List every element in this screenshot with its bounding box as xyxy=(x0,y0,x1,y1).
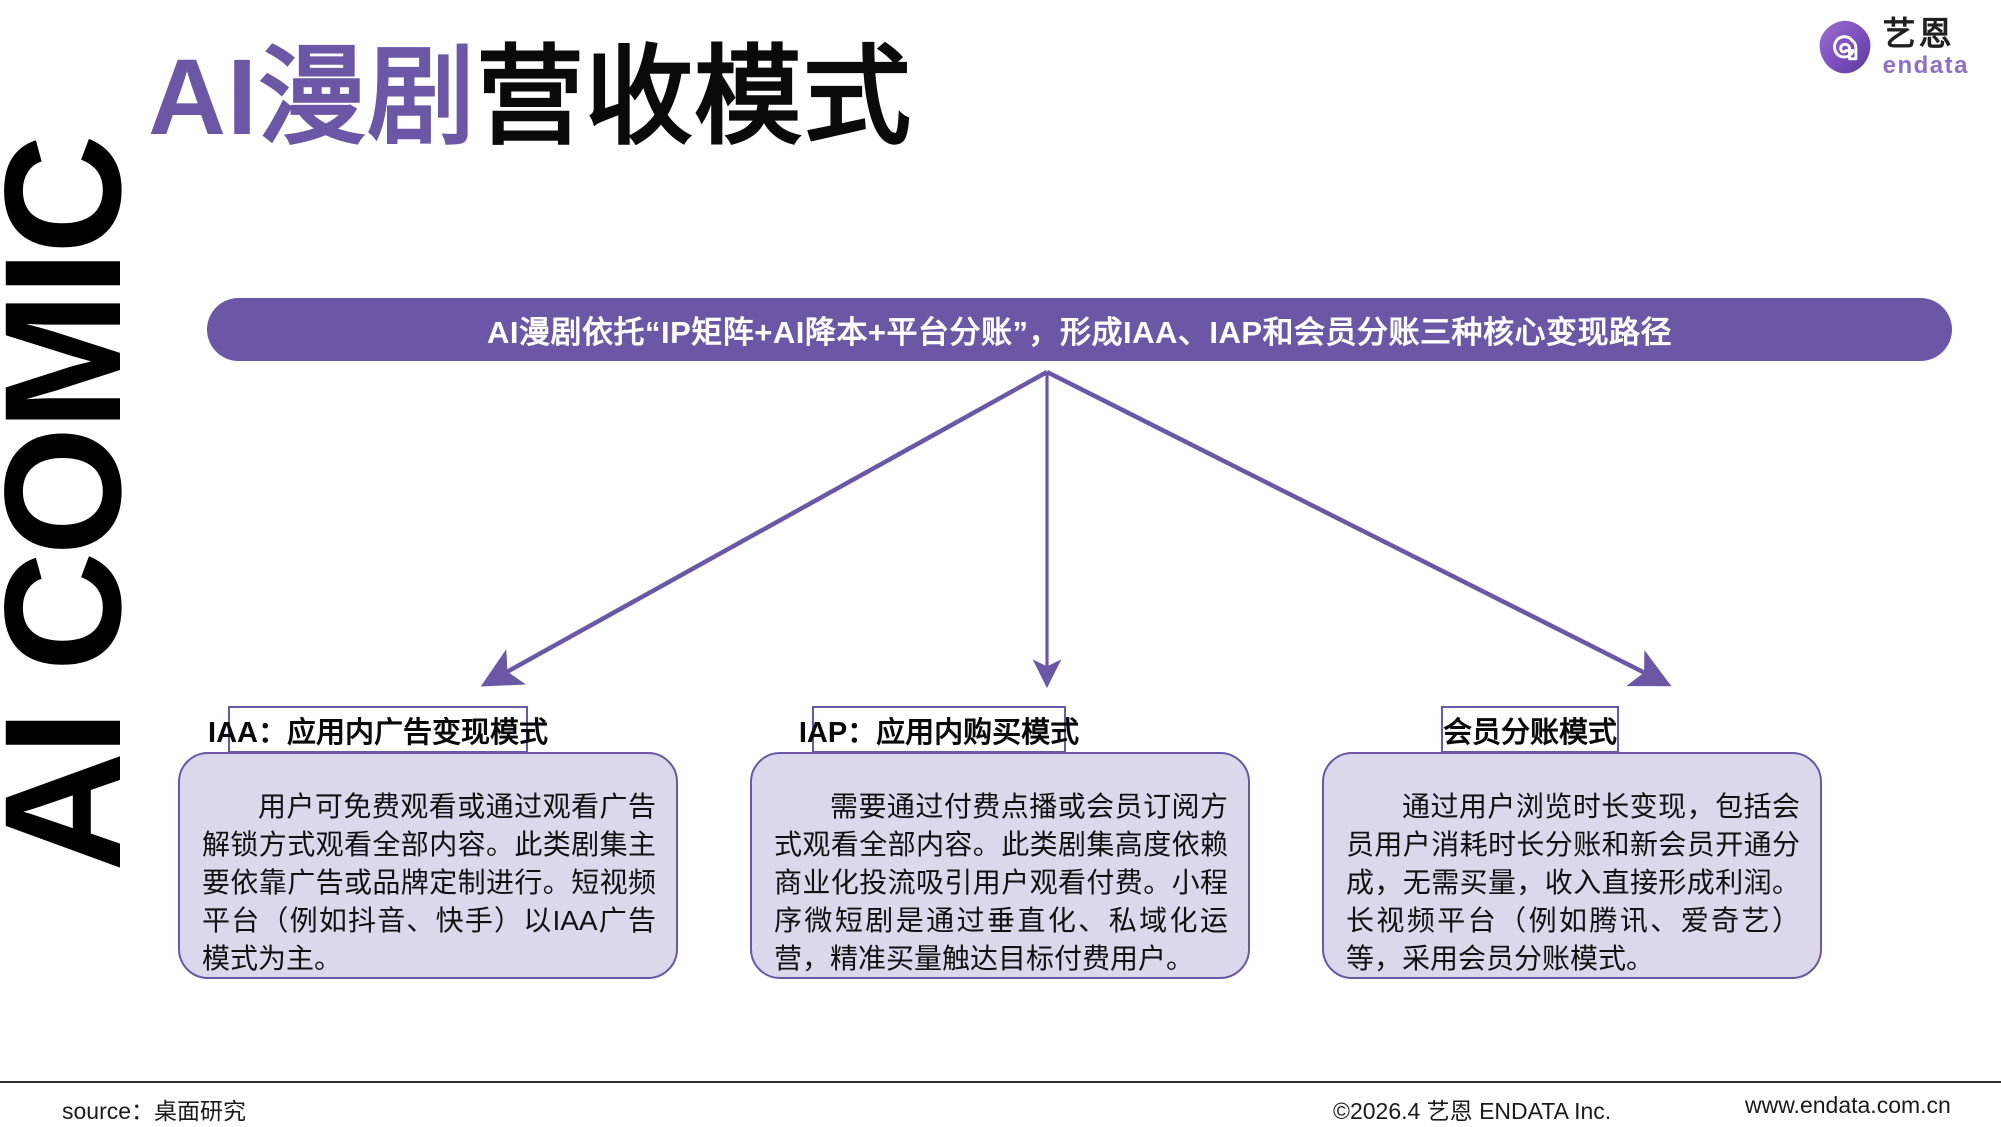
page-title-plain: 营收模式 xyxy=(476,36,913,157)
brand-logo-text: 艺恩 endata xyxy=(1882,15,1969,79)
footer-copyright: ©2026.4 艺恩 ENDATA Inc. xyxy=(1333,1098,1612,1124)
card-iaa: 用户可免费观看或通过观看广告解锁方式观看全部内容。此类剧集主要依靠广告或品牌定制… xyxy=(178,752,678,979)
card-iap-header: IAP：应用内购买模式 xyxy=(799,706,1079,753)
brand-logo: 艺恩 endata xyxy=(1816,16,1969,78)
page-title-accent: AI漫剧 xyxy=(148,36,477,157)
arrow-to-member xyxy=(1045,369,1672,687)
footer-divider xyxy=(0,1081,2001,1083)
card-iaa-body: 用户可免费观看或通过观看广告解锁方式观看全部内容。此类剧集主要依靠广告或品牌定制… xyxy=(202,791,656,974)
card-iap: 需要通过付费点播或会员订阅方式观看全部内容。此类剧集高度依赖商业化投流吸引用户观… xyxy=(750,752,1250,979)
headline-banner: AI漫剧依托“IP矩阵+AI降本+平台分账”，形成IAA、IAP和会员分账三种核… xyxy=(207,298,1952,361)
footer-source: source：桌面研究 xyxy=(62,1098,247,1124)
card-member-body: 通过用户浏览时长变现，包括会员用户消耗时长分账和新会员开通分成，无需买量，收入直… xyxy=(1346,791,1800,974)
brand-name-cn: 艺恩 xyxy=(1882,15,1955,52)
card-iap-body: 需要通过付费点播或会员订阅方式观看全部内容。此类剧集高度依赖商业化投流吸引用户观… xyxy=(774,791,1228,974)
card-member-header: 会员分账模式 xyxy=(1441,706,1619,753)
card-member: 通过用户浏览时长变现，包括会员用户消耗时长分账和新会员开通分成，无需买量，收入直… xyxy=(1322,752,1822,979)
card-iaa-header: IAA：应用内广告变现模式 xyxy=(208,706,548,753)
arrow-to-iaa xyxy=(480,370,1049,687)
footer-website-url[interactable]: www.endata.com.cn xyxy=(1745,1092,1951,1118)
page-title: AI漫剧营收模式 xyxy=(148,32,912,162)
vertical-watermark: AI COMIC xyxy=(0,138,156,872)
endata-e-logo-icon xyxy=(1819,20,1871,74)
brand-name-en: endata xyxy=(1882,52,1969,79)
